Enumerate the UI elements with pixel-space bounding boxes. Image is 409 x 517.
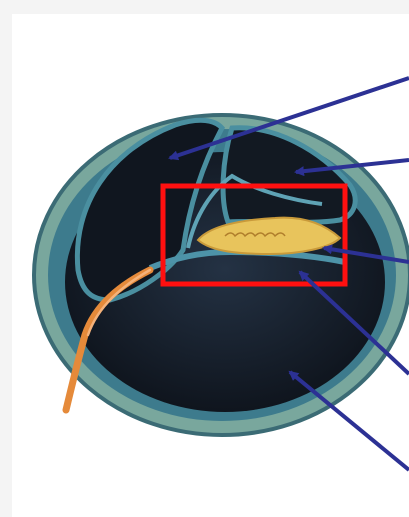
- scala-media-chamber: [223, 128, 355, 223]
